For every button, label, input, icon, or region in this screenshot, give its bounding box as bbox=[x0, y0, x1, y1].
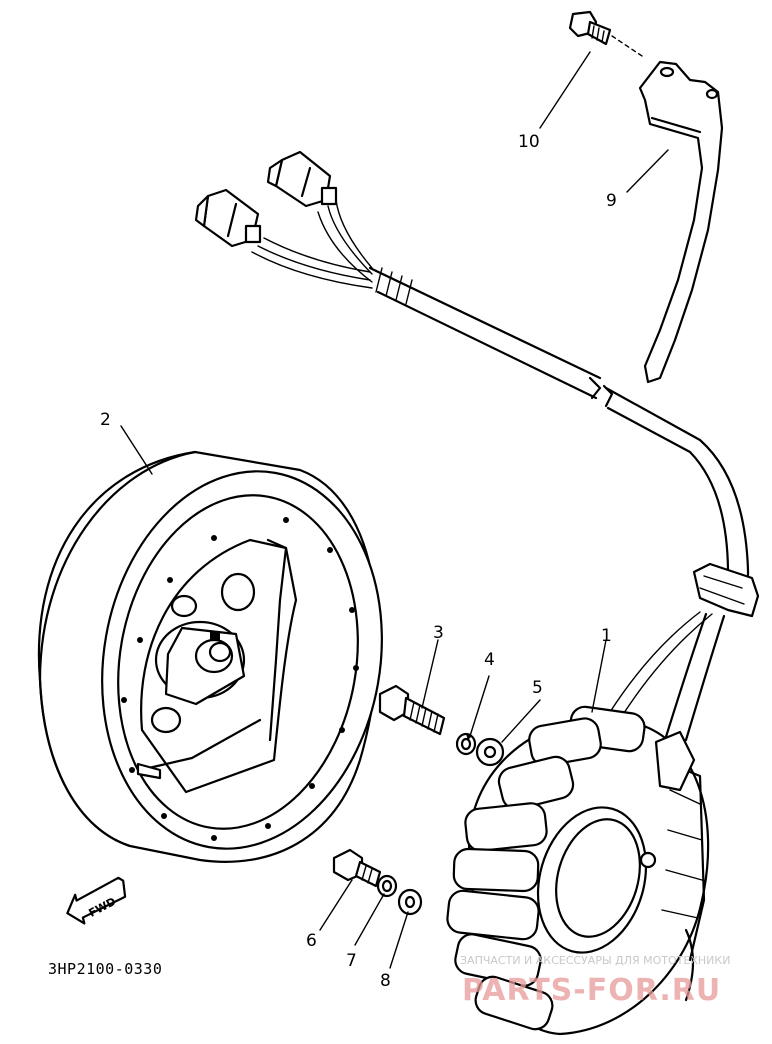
part-5-plain-washer bbox=[475, 737, 505, 767]
watermark-line1: ЗАПЧАСТИ И АКСЕССУАРЫ ДЛЯ МОТОТЕХНИКИ bbox=[460, 954, 730, 967]
part-1-stator bbox=[446, 705, 710, 1036]
leader-lines bbox=[120, 51, 669, 969]
diagram-code: 3HP2100-0330 bbox=[48, 960, 162, 978]
callout-5: 5 bbox=[532, 678, 543, 698]
part-8-plain-washer bbox=[397, 888, 423, 916]
part-4-lock-washer bbox=[455, 732, 477, 756]
part-6-screw bbox=[332, 848, 382, 888]
callout-3: 3 bbox=[433, 623, 444, 643]
part-2-flywheel-rotor bbox=[37, 450, 383, 863]
part-10-screw bbox=[568, 10, 646, 59]
callout-4: 4 bbox=[484, 650, 495, 670]
callout-1: 1 bbox=[601, 626, 612, 646]
fwd-arrow-icon: FWD bbox=[66, 876, 127, 925]
part-7-lock-washer bbox=[376, 874, 398, 898]
part-3-bolt bbox=[378, 684, 446, 736]
callout-10: 10 bbox=[518, 132, 540, 152]
callout-2: 2 bbox=[100, 410, 111, 430]
callout-7: 7 bbox=[346, 951, 357, 971]
callout-9: 9 bbox=[606, 191, 617, 211]
callout-8: 8 bbox=[380, 971, 391, 991]
callout-labels: 1 2 3 4 5 6 7 8 9 10 bbox=[100, 132, 617, 991]
callout-6: 6 bbox=[306, 931, 317, 951]
wire-harness bbox=[194, 150, 760, 742]
watermark-line2: PARTS-FOR.RU bbox=[462, 973, 721, 1008]
part-9-wire-guide bbox=[638, 60, 724, 384]
watermark: ЗАПЧАСТИ И АКСЕССУАРЫ ДЛЯ МОТОТЕХНИКИ PA… bbox=[460, 954, 730, 1008]
